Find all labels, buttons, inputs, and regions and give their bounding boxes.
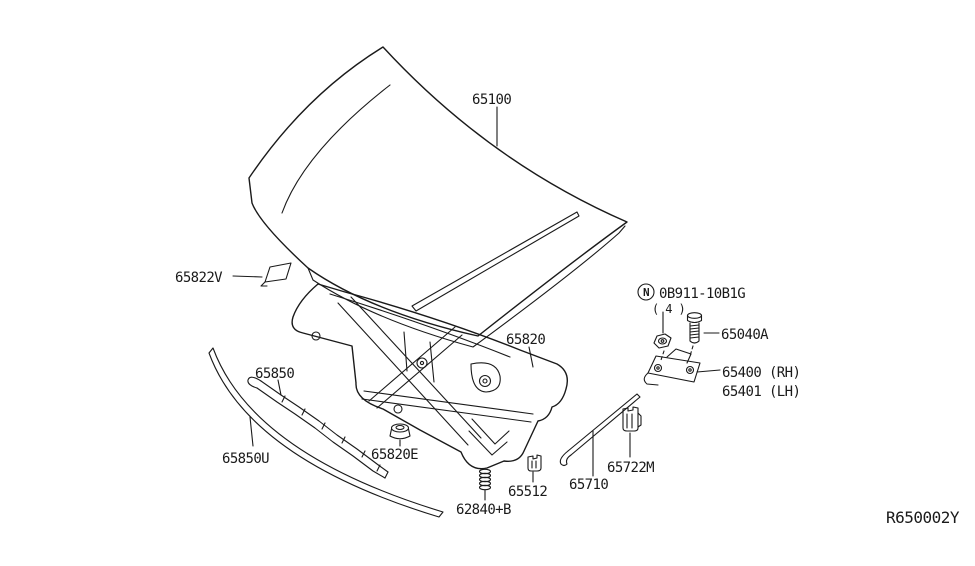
nut-symbol-letter: N [643, 286, 649, 299]
hinge-drawing [643, 348, 701, 386]
bolt-drawing [686, 312, 703, 344]
part-label-sticker: 65822V [175, 270, 223, 286]
part-label-nut-qty: ( 4 ) [652, 302, 685, 316]
part-label-grommet: 65820E [371, 447, 418, 463]
clip-65512-drawing [527, 454, 542, 472]
part-label-frame: 65820 [506, 332, 545, 348]
part-labels: 65100 65822V 65820 0B911-10B1G ( 4 ) 650… [175, 92, 960, 527]
outer-seal-strip-drawing [208, 347, 444, 518]
part-label-rod-clip: 65722M [607, 460, 654, 476]
nut-drawing [653, 333, 672, 349]
part-label-clip: 65512 [508, 484, 547, 500]
inner-frame-drawing [291, 283, 569, 470]
part-label-bolt: 65040A [721, 327, 769, 343]
leader-lines [232, 106, 721, 501]
part-label-hood: 65100 [472, 92, 511, 108]
grommet-drawing [389, 423, 411, 440]
part-label-nut: 0B911-10B1G [659, 286, 745, 302]
support-rod-drawing [559, 393, 641, 467]
rod-clip-drawing [622, 406, 642, 432]
bumper-spring-drawing [478, 468, 492, 491]
hood-sticker-drawing [260, 262, 292, 287]
part-label-seal: 65850 [255, 366, 294, 382]
part-label-hinge-lh: 65401 (LH) [722, 384, 800, 400]
circled-n-icon: N [637, 283, 655, 301]
front-seal-drawing [247, 376, 389, 479]
part-label-bumper: 62840+B [456, 502, 511, 518]
hood-panel-drawing [248, 46, 628, 348]
part-label-hinge-rh: 65400 (RH) [722, 365, 800, 381]
part-label-seal-outer: 65850U [222, 451, 269, 467]
part-label-rod: 65710 [569, 477, 608, 493]
diagram-ref-code: R650002Y [886, 508, 960, 527]
